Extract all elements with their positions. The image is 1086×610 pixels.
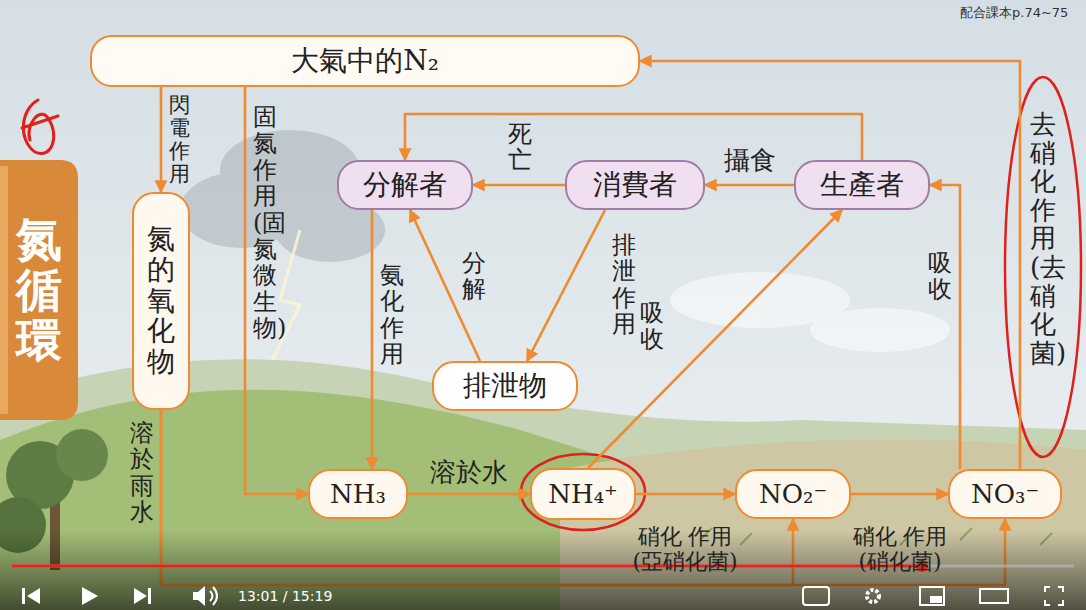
arrow-label: 閃電 作用 [169,94,190,186]
player-icons [930,596,942,603]
compound-box: NH₄⁺ [530,468,636,520]
page-reference: 配合課本p.74~75 [960,6,1068,21]
arrow-label: 排泄作用 [612,232,636,338]
compound-box: NH₃ [308,469,408,519]
arrow-label: 溶於雨水 [130,420,154,526]
arrow-label: 固氮作用(固氮微生物) [253,104,277,342]
flow-arrow [636,493,735,496]
flow-arrow [588,210,842,468]
player-icons [22,586,205,606]
arrow-label: 死亡 [508,121,532,174]
arrow-label: 溶於水 [430,458,508,488]
cloud [670,272,950,352]
box-text: 大氣中的N₂ [291,42,439,80]
waste-box: 排泄物 [432,361,578,411]
progress-played [12,565,922,568]
box-text: 氮的氧化物 [147,224,175,378]
arrow-label: 吸收 [640,300,664,353]
arrow-label: 攝食 [724,146,776,176]
box-text: NH₄⁺ [548,479,618,509]
box-text: 分解者 [363,166,447,204]
organism-box: 消費者 [565,160,705,210]
organism-box: 分解者 [337,160,473,210]
box-text: NH₃ [330,479,386,509]
arrow-label: 吸收 [928,250,952,303]
arrow-label: 硝化 作用 (硝化菌) [845,524,955,575]
tab-stripe [0,166,8,414]
flow-arrow [405,114,862,160]
flow-arrow [408,493,530,496]
arrow-label: 分解 [462,250,486,303]
flow-arrow [245,87,308,494]
compound-box: NO₂⁻ [735,469,851,519]
red-circle [521,454,645,530]
arrow-label: 去硝化作用(去硝化菌) [1030,110,1056,367]
box-text: 消費者 [593,166,677,204]
flow-arrow [705,184,794,187]
title-text: 氮循環 [16,214,62,366]
organism-box: 生產者 [794,160,930,210]
box-text: 生產者 [820,166,904,204]
red-scribble [22,100,58,154]
compound-box: 氮的氧化物 [132,192,190,410]
flow-arrow [930,185,960,469]
reservoir-box: 大氣中的N₂ [90,35,640,87]
title-tab [0,160,78,420]
flow-arrow [640,61,1020,469]
box-text: NO₂⁻ [759,479,827,509]
arrow-label: 氨化作用 [380,262,404,368]
flow-arrow [371,210,374,469]
compound-box: NO₃⁻ [948,469,1062,519]
flow-arrow [473,184,565,187]
flow-arrow [160,87,163,192]
arrow-label: 硝化 作用 (亞硝化菌) [615,524,755,575]
red-circle [1005,77,1081,457]
box-text: NO₃⁻ [971,479,1039,509]
flow-arrow [527,210,605,361]
flow-arrow [851,493,948,496]
box-text: 排泄物 [463,367,547,405]
player-icons [210,587,1063,605]
player-time: 13:01 / 15:19 [238,588,332,604]
